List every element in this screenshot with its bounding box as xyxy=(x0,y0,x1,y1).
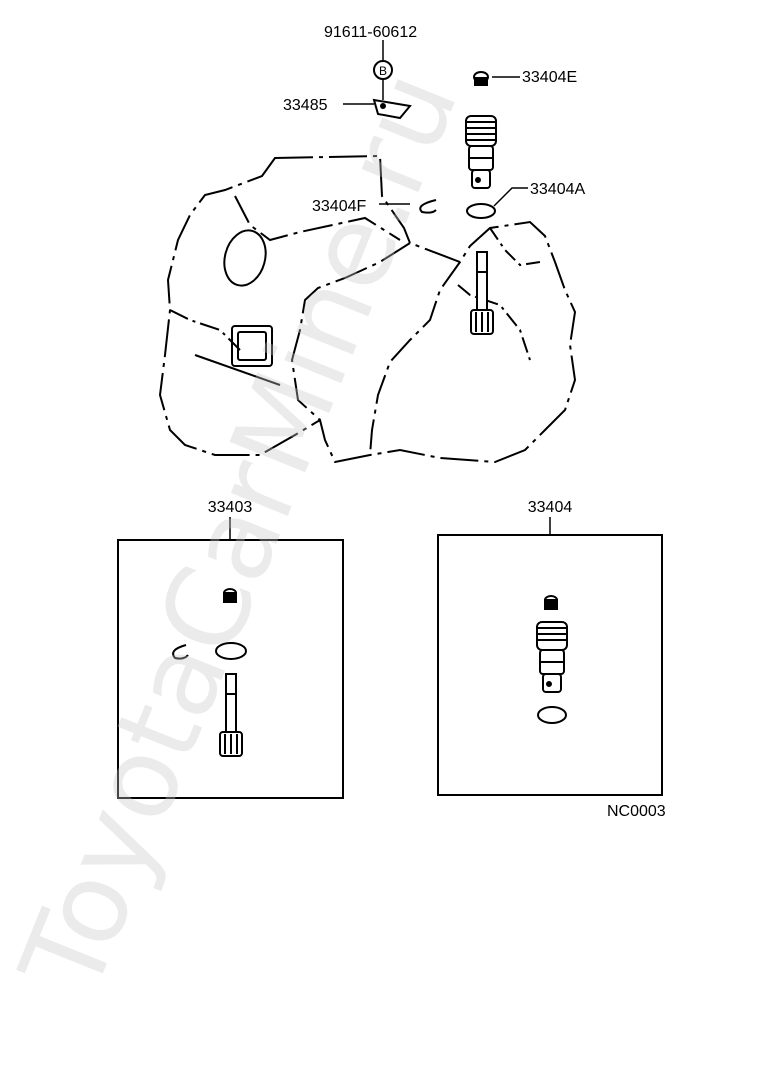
plug-33404e xyxy=(473,71,489,86)
kit-box-33404 xyxy=(437,517,663,796)
sleeve-assembly xyxy=(465,115,497,189)
watermark: ToyotaCarMine.ru xyxy=(0,54,484,1011)
label-bolt-mark: B xyxy=(379,64,387,78)
clip-33404f xyxy=(419,199,437,214)
bolt-symbol xyxy=(373,40,393,100)
o-ring-33404a xyxy=(466,203,496,219)
lock-plate-33485 xyxy=(372,98,412,120)
leader-lines xyxy=(343,76,528,207)
transaxle-housing xyxy=(158,154,577,464)
label-oring: 33404A xyxy=(530,181,585,198)
label-kit-right: 33404 xyxy=(528,499,573,516)
label-plate: 33485 xyxy=(283,97,328,114)
label-plug: 33404E xyxy=(522,69,577,86)
diagram-code: NC0003 xyxy=(607,803,666,820)
label-kit-left: 33403 xyxy=(208,499,253,516)
label-bolt: 91611-60612 xyxy=(324,24,417,41)
kit-box-33403 xyxy=(117,517,344,799)
driven-gear-shaft xyxy=(470,251,494,335)
label-clip: 33404F xyxy=(312,198,366,215)
